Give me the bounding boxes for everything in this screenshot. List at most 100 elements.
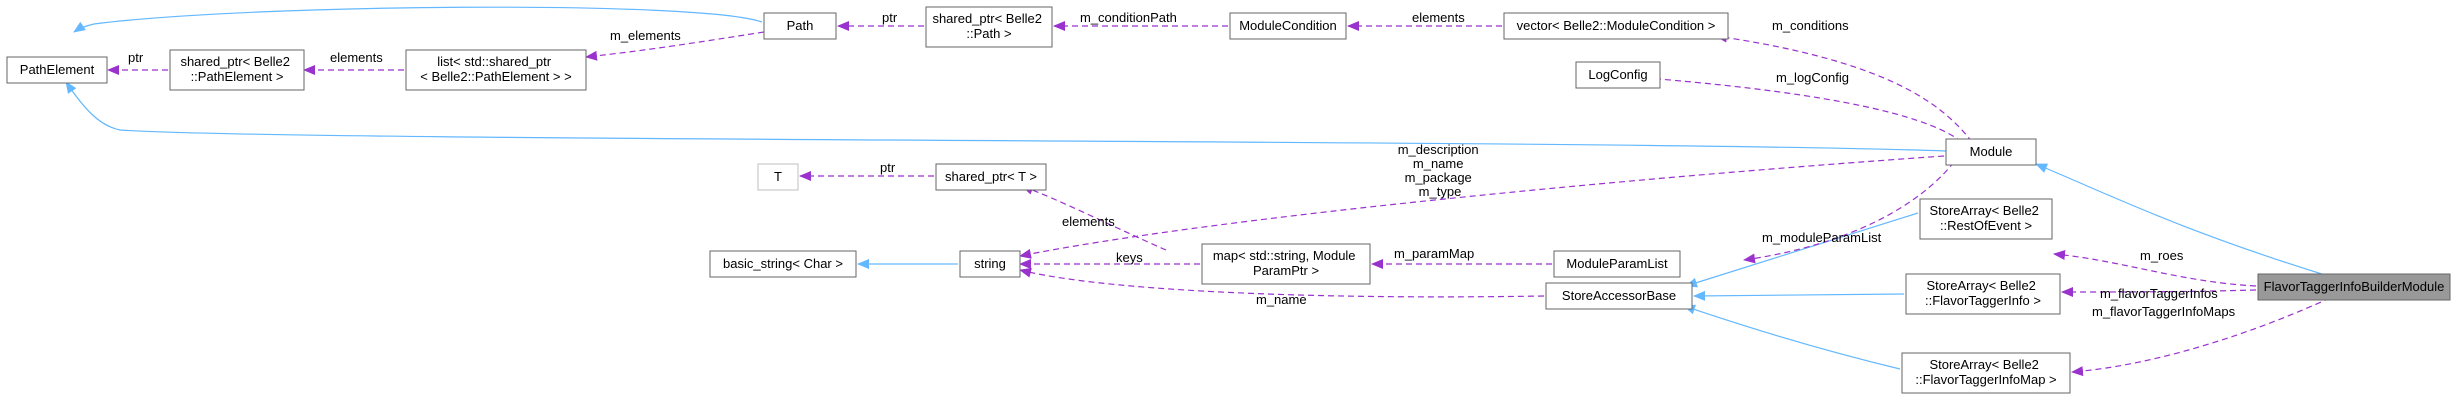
node-label-line: < Belle2::PathElement > >	[420, 69, 571, 84]
node-box	[6, 56, 108, 84]
node-basic-string[interactable]: basic_string< Char >	[709, 250, 857, 278]
node-label: PathElement	[20, 62, 95, 77]
node-label-line: FlavorTaggerInfoBuilderModule	[2264, 279, 2445, 294]
edge-label-ptr-t: ptr	[880, 160, 896, 175]
node-module-condition[interactable]: ModuleCondition	[1229, 12, 1347, 40]
edge-flavor-to-fti	[2061, 286, 2257, 297]
edge-label-m-log-config: m_logConfig	[1776, 70, 1849, 85]
edge-label-keys: keys	[1116, 250, 1143, 265]
edge-roe-inherits-storeaccessor	[1685, 212, 1919, 288]
node-box	[1575, 61, 1661, 89]
node-label-line: shared_ptr< T >	[945, 169, 1037, 184]
node-label-line: T	[774, 169, 782, 184]
node-label-line: vector< Belle2::ModuleCondition >	[1517, 18, 1716, 33]
node-label: ModuleParamList	[1566, 256, 1668, 271]
node-box	[1545, 282, 1693, 310]
node-shared-ptr-pathelement[interactable]: shared_ptr< Belle2 ::PathElement >	[169, 49, 305, 91]
edge-label-line: m_name	[1413, 156, 1464, 171]
node-log-config[interactable]: LogConfig	[1575, 61, 1661, 89]
edge-ftimap-inherits-storeaccessor	[1683, 304, 1901, 370]
node-module[interactable]: Module	[1945, 138, 2037, 166]
nodes: PathElement shared_ptr< Belle2 ::PathEle…	[6, 6, 2451, 394]
node-label: ModuleCondition	[1239, 18, 1337, 33]
edge-fti-inherits-storeaccessor	[1693, 290, 1905, 301]
edge-label-m-condition-path: m_conditionPath	[1080, 10, 1177, 25]
edge-label-line: m_name	[1256, 292, 1307, 307]
node-box	[1905, 273, 2061, 315]
node-label-line: Path	[787, 18, 814, 33]
edge-label-m-name: m_name	[1256, 292, 1307, 307]
node-box	[169, 49, 305, 91]
node-label-line: string	[974, 256, 1006, 271]
edge-label-m-param-map: m_paramMap	[1394, 246, 1474, 261]
node-label: StoreArray< Belle2 ::RestOfEvent >	[1929, 203, 2042, 233]
node-box	[1901, 352, 2071, 394]
node-label-line: ::RestOfEvent >	[1940, 218, 2032, 233]
edge-label-line: ptr	[882, 10, 898, 25]
edge-label-line: ptr	[880, 160, 896, 175]
node-storearray-fti[interactable]: StoreArray< Belle2 ::FlavorTaggerInfo >	[1905, 273, 2061, 315]
node-box	[1201, 243, 1371, 285]
node-shared-ptr-path[interactable]: shared_ptr< Belle2 ::Path >	[925, 6, 1053, 48]
node-label-line: Module	[1970, 144, 2013, 159]
node-label-line: list< std::shared_ptr	[437, 54, 551, 69]
node-label-line: StoreArray< Belle2	[1926, 278, 2035, 293]
node-label: map< std::string, Module ParamPtr >	[1213, 248, 1359, 278]
edge-label-m-conditions: m_conditions	[1772, 18, 1849, 33]
edge-label-line: m_logConfig	[1776, 70, 1849, 85]
node-module-param-list[interactable]: ModuleParamList	[1553, 250, 1681, 278]
edge-module-to-logconfig	[1633, 72, 1963, 143]
node-box	[959, 250, 1021, 278]
node-label: StoreArray< Belle2 ::FlavorTaggerInfo >	[1925, 278, 2041, 308]
node-label: FlavorTaggerInfoBuilderModule	[2264, 279, 2445, 294]
node-label-line: LogConfig	[1588, 67, 1647, 82]
node-label-line: basic_string< Char >	[723, 256, 843, 271]
node-box	[1553, 250, 1681, 278]
node-path[interactable]: Path	[763, 12, 837, 40]
node-string[interactable]: string	[959, 250, 1021, 278]
node-label: vector< Belle2::ModuleCondition >	[1517, 18, 1716, 33]
node-label-line: ModuleCondition	[1239, 18, 1337, 33]
edge-label-line: elements	[330, 50, 383, 65]
node-label: T	[774, 169, 782, 184]
node-path-element[interactable]: PathElement	[6, 56, 108, 84]
node-label: shared_ptr< T >	[945, 169, 1037, 184]
node-label-line: StoreArray< Belle2	[1929, 357, 2038, 372]
node-shared-ptr-t[interactable]: shared_ptr< T >	[935, 163, 1047, 191]
edge-module-to-vector	[1715, 32, 1973, 143]
node-list-pathelement[interactable]: list< std::shared_ptr < Belle2::PathElem…	[405, 49, 587, 91]
node-label: shared_ptr< Belle2 ::Path >	[932, 11, 1045, 41]
edge-label-line: m_type	[1419, 184, 1462, 199]
edge-label-line: elements	[1412, 10, 1465, 25]
node-label-line: ModuleParamList	[1566, 256, 1668, 271]
edge-label-m-fti: m_flavorTaggerInfos	[2100, 286, 2218, 301]
node-storearray-roe[interactable]: StoreArray< Belle2 ::RestOfEvent >	[1919, 198, 2053, 240]
edge-label-line: m_description	[1398, 142, 1479, 157]
node-box	[405, 49, 587, 91]
edge-flavor-to-ftimap	[2071, 297, 2331, 377]
node-label-line: ParamPtr >	[1253, 263, 1319, 278]
edge-label-line: m_elements	[610, 28, 681, 43]
edge-labels: ptr elements m_elements ptr m_conditionP…	[128, 10, 2236, 319]
node-label-line: ::FlavorTaggerInfo >	[1925, 293, 2041, 308]
edge-label-line: keys	[1116, 250, 1143, 265]
node-label-line: shared_ptr< Belle2	[180, 54, 290, 69]
node-store-accessor-base[interactable]: StoreAccessorBase	[1545, 282, 1693, 310]
edge-label-m-module-param-list: m_moduleParamList	[1762, 230, 1882, 245]
node-label-line: StoreArray< Belle2	[1929, 203, 2038, 218]
node-label-line: ::Path >	[966, 26, 1011, 41]
node-label: Path	[787, 18, 814, 33]
edge-module-inherits-pathelement	[65, 81, 1947, 152]
node-storearray-ftimap[interactable]: StoreArray< Belle2 ::FlavorTaggerInfoMap…	[1901, 352, 2071, 394]
node-t[interactable]: T	[757, 163, 799, 191]
node-map-param[interactable]: map< std::string, Module ParamPtr >	[1201, 243, 1371, 285]
edge-label-elements-vector: elements	[1412, 10, 1465, 25]
node-label-line: StoreAccessorBase	[1562, 288, 1676, 303]
edge-label-m-roes: m_roes	[2140, 248, 2184, 263]
node-label-line: shared_ptr< Belle2	[932, 11, 1042, 26]
node-vector-modulecondition[interactable]: vector< Belle2::ModuleCondition >	[1503, 12, 1729, 40]
edge-label-line: m_paramMap	[1394, 246, 1474, 261]
edges	[65, 6, 2331, 377]
node-flavor-tagger-info-builder-module[interactable]: FlavorTaggerInfoBuilderModule	[2257, 273, 2451, 301]
